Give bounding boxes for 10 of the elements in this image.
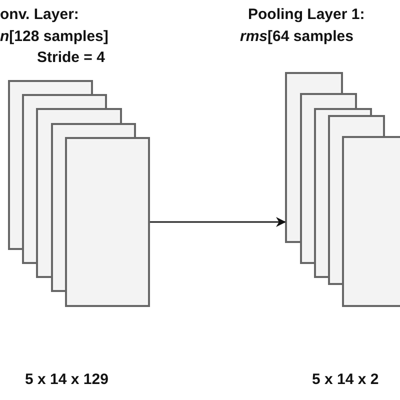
dimension-label: 5 x 14 x 129 [25,371,108,389]
layer-label: Stride = 4 [37,49,105,67]
layer-label: onv. Layer: [0,6,79,24]
feature-map-sheet [342,136,400,307]
feature-map-sheet [65,137,150,307]
dimension-label: 5 x 14 x 2 [312,371,379,389]
layer-label: Pooling Layer 1: [248,6,365,24]
arrow [150,217,286,227]
layer-label: rms[64 samples [240,28,354,46]
layer-label: n[128 samples] [0,28,108,46]
